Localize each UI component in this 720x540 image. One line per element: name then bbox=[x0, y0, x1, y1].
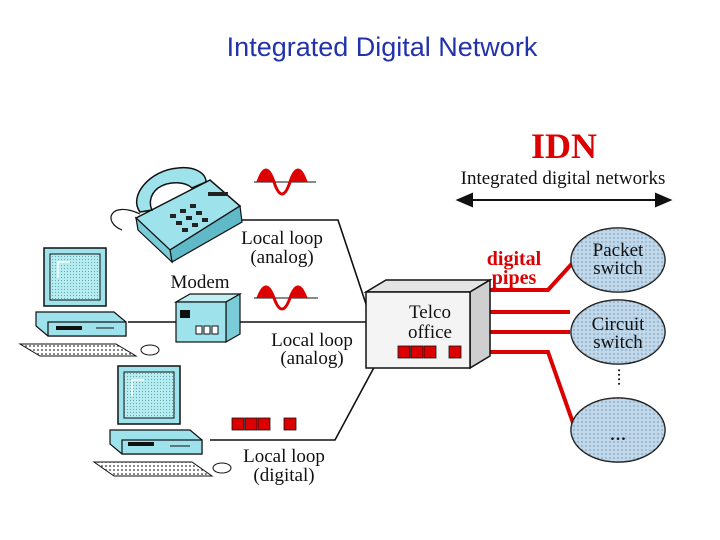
telco-slot bbox=[410, 345, 424, 359]
packet-switch bbox=[570, 227, 666, 293]
local-loop-phone-label-line1: Local loop bbox=[241, 228, 323, 249]
idn-span-arrow bbox=[455, 192, 673, 208]
digital-line bbox=[210, 359, 379, 441]
circuit-switch-label-line1: Circuit bbox=[592, 314, 645, 335]
local-loop-modem-label-line1: Local loop bbox=[271, 330, 353, 351]
analog-wave-icon bbox=[254, 285, 318, 311]
telco-label-line1: Telco bbox=[409, 302, 451, 323]
analog-wave-icon bbox=[254, 168, 316, 196]
digital-pipes-label-line1: digital bbox=[487, 248, 542, 270]
more-switches bbox=[570, 397, 666, 463]
modem-label: Modem bbox=[170, 272, 229, 293]
packet-switch-label-line2: switch bbox=[593, 258, 643, 279]
packet-switch-label-line1: Packet bbox=[593, 240, 644, 261]
modem-icon bbox=[173, 292, 243, 344]
vertical-ellipsis: .... bbox=[614, 368, 634, 386]
local-loop-digital-label-line1: Local loop bbox=[243, 446, 325, 467]
telco-slot bbox=[448, 345, 462, 359]
slide-title: Integrated Digital Network bbox=[226, 32, 538, 62]
circuit-switch bbox=[570, 299, 666, 365]
local-loop-phone-label-line2: (analog) bbox=[250, 247, 313, 268]
computer-icon bbox=[92, 365, 232, 477]
telco-label-line2: office bbox=[408, 322, 452, 343]
computer-icon bbox=[18, 247, 160, 357]
more-switches-ellipsis: ... bbox=[610, 420, 627, 445]
local-loop-lines bbox=[128, 219, 379, 441]
telephone-icon bbox=[110, 166, 243, 264]
circuit-switch-label-line2: switch bbox=[593, 332, 643, 353]
digital-pipes-label-line2: pipes bbox=[492, 267, 537, 289]
telco-slot bbox=[423, 345, 437, 359]
local-loop-modem-label-line2: (analog) bbox=[280, 348, 343, 369]
telco-office bbox=[363, 278, 493, 370]
local-loop-digital-label-line2: (digital) bbox=[253, 465, 314, 486]
idn-subtitle: Integrated digital networks bbox=[461, 168, 666, 189]
phone-line bbox=[238, 219, 379, 341]
idn-heading: IDN bbox=[531, 126, 597, 166]
telco-slot bbox=[397, 345, 411, 359]
digital-pulse-icon bbox=[231, 417, 297, 431]
digital-pipes bbox=[490, 255, 580, 438]
